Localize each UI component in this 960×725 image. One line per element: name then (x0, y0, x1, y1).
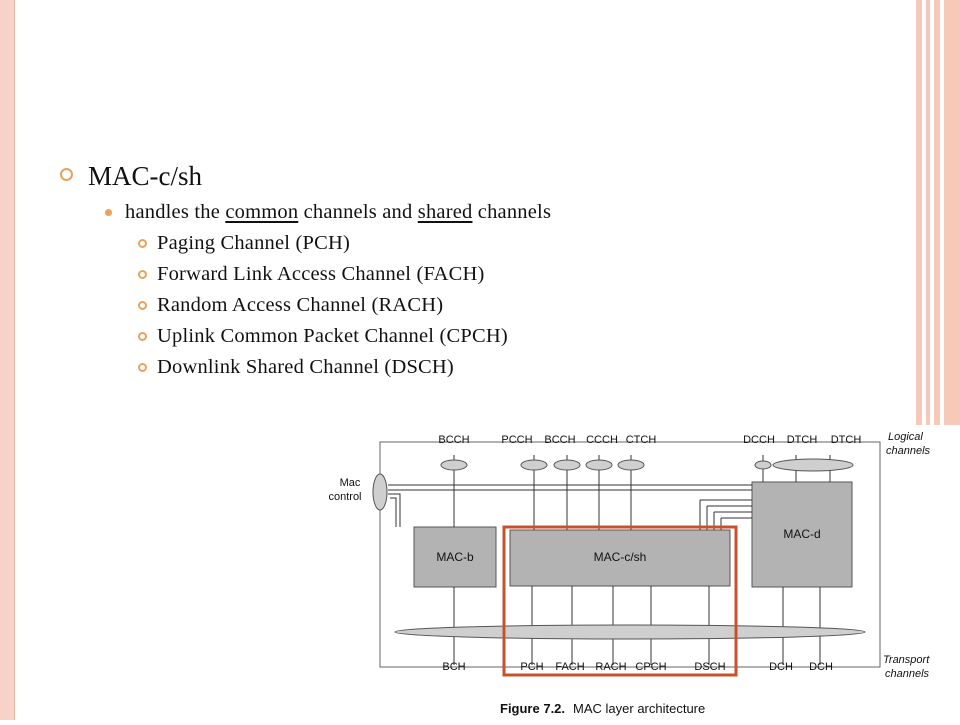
logical-label: CCCH (586, 434, 618, 446)
sub-shared-underlined: shared (417, 201, 473, 223)
sub-prefix: handles the (125, 201, 226, 223)
logical-channel-labels: BCCH PCCH BCCH CCCH CTCH DCCH DTCH DTCH (438, 434, 861, 446)
logical-label: DTCH (831, 434, 862, 446)
logical-label: BCCH (438, 434, 469, 446)
transport-label: DCH (809, 661, 833, 673)
mac-b-label: MAC-b (436, 550, 474, 564)
logical-label: DTCH (787, 434, 818, 446)
transport-label: CPCH (635, 661, 666, 673)
ring-bullet-icon (138, 363, 147, 372)
transport-label: PCH (520, 661, 543, 673)
transport-label: RACH (595, 661, 626, 673)
logical-label: BCCH (544, 434, 575, 446)
logical-channels-legend-line2: channels (886, 445, 931, 457)
outer-frame (379, 441, 881, 668)
mac-b-block (413, 526, 497, 588)
transport-channels-legend-line2: channels (885, 668, 930, 680)
figure-caption: Figure 7.2. MAC layer architecture (500, 701, 705, 716)
mac-architecture-diagram: MAC-b MAC-c/sh MAC-d BCCH PCCH BCCH CCCH… (310, 420, 960, 720)
ring-bullet-icon (60, 168, 73, 181)
channel-text: Paging Channel (PCH) (157, 232, 351, 254)
logical-label: CTCH (626, 434, 657, 446)
mac-control-lines (388, 484, 752, 530)
mac-architecture-svg: MAC-b MAC-c/sh MAC-d BCCH PCCH BCCH CCCH… (328, 431, 931, 716)
channel-text: Downlink Shared Channel (DSCH) (157, 356, 454, 378)
transport-channel-labels: BCH PCH FACH RACH CPCH DSCH DCH DCH (442, 661, 833, 673)
transport-label: DCH (769, 661, 793, 673)
caption-text: MAC layer architecture (573, 701, 705, 716)
mac-d-block (751, 481, 853, 588)
sub-middle: channels and (298, 201, 418, 223)
mac-csh-highlight (502, 525, 738, 677)
transport-label: DSCH (694, 661, 725, 673)
caption-figure-number: Figure 7.2. (500, 701, 565, 716)
dot-bullet-icon (105, 209, 112, 216)
sub-suffix: channels (472, 201, 552, 223)
channel-text: Uplink Common Packet Channel (CPCH) (157, 325, 508, 347)
logical-sap-ellipses (440, 458, 854, 472)
channel-text: Forward Link Access Channel (FACH) (157, 263, 485, 285)
ring-bullet-icon (138, 239, 147, 248)
transport-label: BCH (442, 661, 465, 673)
mac-control-sap (372, 473, 388, 511)
ring-bullet-icon (138, 270, 147, 279)
transport-sap-bar (394, 624, 866, 640)
ring-bullet-icon (138, 332, 147, 341)
sub-common-underlined: common (225, 201, 299, 223)
logical-channels-legend-line1: Logical (888, 431, 923, 443)
transport-label: FACH (555, 661, 584, 673)
logical-label: DCCH (743, 434, 775, 446)
mac-d-label: MAC-d (783, 527, 820, 541)
mac-csh-block (509, 529, 731, 587)
heading-text: MAC-c/sh (88, 161, 202, 191)
subheading-text: handles the common channels and shared c… (125, 196, 551, 228)
channel-text: Random Access Channel (RACH) (157, 294, 444, 316)
mac-control-label-line1: Mac (340, 477, 361, 489)
ring-bullet-icon (138, 301, 147, 310)
transport-channels-legend-line1: Transport (883, 654, 930, 666)
left-border-decoration (0, 0, 15, 720)
mac-control-label-line2: control (328, 491, 361, 503)
right-stripes-decoration (916, 0, 960, 425)
mac-csh-label: MAC-c/sh (594, 550, 647, 564)
logical-label: PCCH (501, 434, 532, 446)
